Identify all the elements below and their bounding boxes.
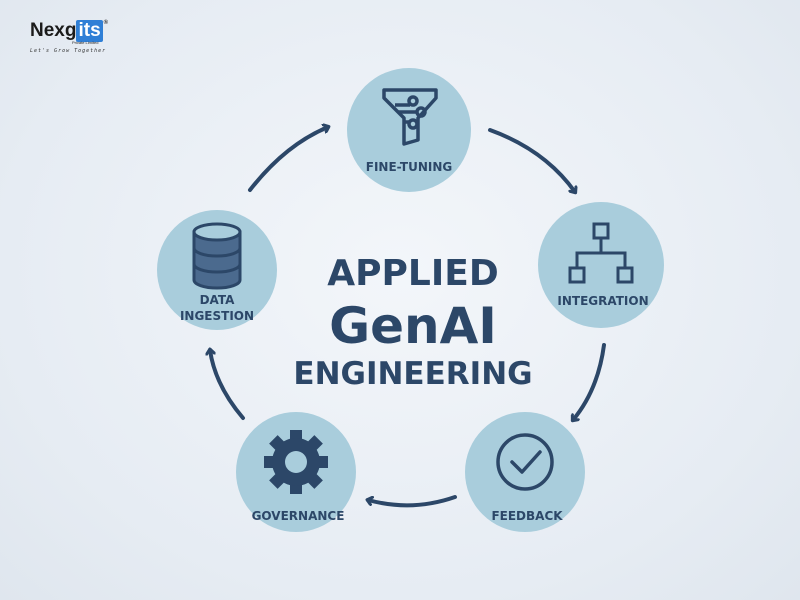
step-label: FINE-TUNING <box>366 160 452 174</box>
title-line1: APPLIED <box>327 253 498 294</box>
step-fine-tuning: FINE-TUNING <box>347 68 471 192</box>
logo-highlight: its <box>76 20 103 42</box>
gear-icon <box>264 430 328 494</box>
database-icon <box>192 222 242 290</box>
step-label-line1: DATA <box>200 293 236 307</box>
arrow-integration-to-feedback <box>573 343 606 420</box>
step-integration: INTEGRATION <box>538 202 664 328</box>
check-circle-icon <box>496 433 554 491</box>
title-line3: ENGINEERING <box>293 356 532 392</box>
hierarchy-icon <box>568 222 634 284</box>
logo-tagline: Let's Grow Together <box>30 48 107 54</box>
step-feedback: FEEDBACK <box>465 412 585 532</box>
step-label: GOVERNANCE <box>252 509 345 523</box>
title-line2: GenAI <box>329 297 497 355</box>
step-label: INTEGRATION <box>557 294 648 308</box>
logo-text: Nexg <box>30 20 77 41</box>
arrow-feedback-to-governance <box>368 497 457 508</box>
step-label: FEEDBACK <box>491 509 563 523</box>
logo-registered: ® <box>103 20 109 26</box>
funnel-icon <box>382 88 438 146</box>
step-data-ingestion: DATA INGESTION <box>157 210 277 330</box>
step-label-line2: INGESTION <box>180 309 254 323</box>
step-governance: GOVERNANCE <box>236 412 356 532</box>
arrow-ingestion-to-finetuning <box>248 127 328 192</box>
arrow-governance-to-ingestion <box>210 350 245 420</box>
arrow-finetuning-to-integration <box>488 128 575 192</box>
logo-subtitle: Private Limited <box>72 40 99 45</box>
